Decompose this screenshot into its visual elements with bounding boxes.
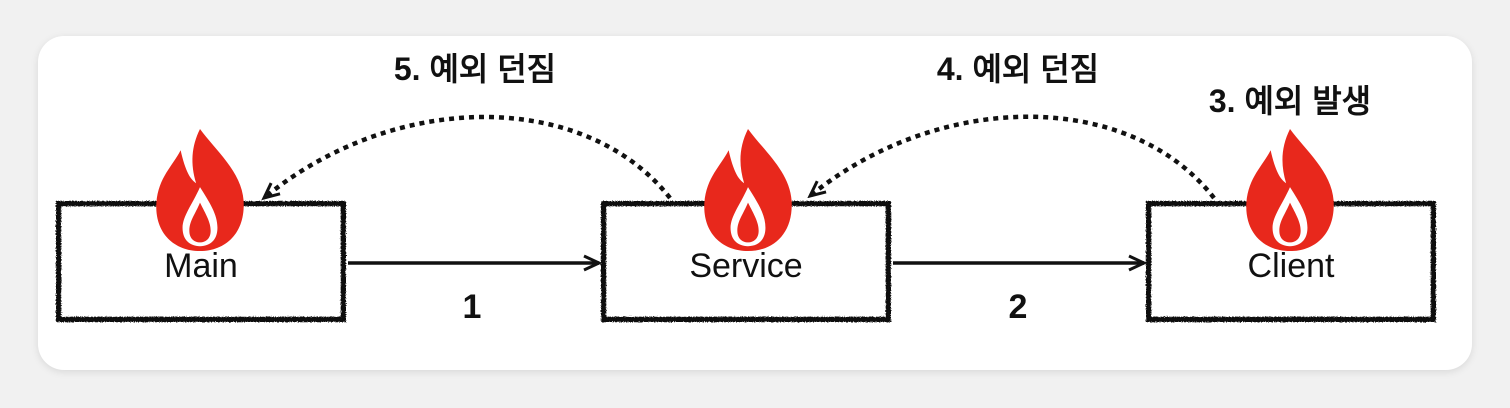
- service-label: Service: [689, 247, 802, 285]
- flame-icon: [704, 128, 792, 252]
- flame-icon: [1246, 128, 1334, 252]
- main-label: Main: [164, 247, 238, 285]
- flame-icon: [156, 128, 244, 252]
- throw-arrow-service-to-main: [264, 114, 672, 198]
- step-4-label: 4. 예외 던짐: [937, 51, 1099, 87]
- call-2-label: 2: [1009, 288, 1028, 326]
- step-3-label: 3. 예외 발생: [1209, 83, 1371, 119]
- throw-arrow-client-to-service: [810, 114, 1216, 200]
- call-1-label: 1: [463, 288, 482, 326]
- client-label: Client: [1248, 247, 1335, 285]
- step-5-label: 5. 예외 던짐: [394, 51, 556, 87]
